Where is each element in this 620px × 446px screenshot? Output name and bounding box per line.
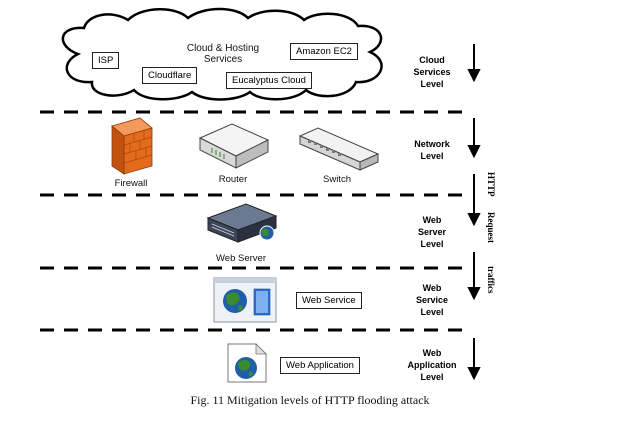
- arrow-down-icon: [467, 338, 481, 381]
- level-line: Level: [420, 372, 444, 382]
- level-line: Level: [420, 79, 444, 89]
- firewall-label: Firewall: [114, 178, 148, 189]
- level-line: Level: [420, 151, 444, 161]
- figure-caption: Fig. 11 Mitigation levels of HTTP floodi…: [190, 393, 430, 407]
- web-application-level-label: Web Application Level: [392, 347, 472, 383]
- request-side-label: Request: [486, 212, 496, 243]
- switch-label: Switch: [323, 174, 351, 185]
- switch-icon: [298, 127, 380, 171]
- web-application-icon: [227, 343, 267, 383]
- web-server-icon: [206, 203, 278, 243]
- web-service-icon: [213, 277, 277, 323]
- isp-box: ISP: [92, 52, 120, 69]
- arrow-down-icon: [467, 118, 481, 159]
- arrow-down-icon: [467, 252, 481, 301]
- arrow-down-icon: [467, 174, 481, 227]
- level-line: Cloud: [419, 55, 445, 65]
- cloud-title: Cloud & Hosting Services: [168, 43, 278, 65]
- level-line: Application: [407, 360, 457, 370]
- web-application-box: Web Application: [280, 357, 360, 374]
- router-icon: [198, 123, 270, 169]
- firewall-icon: [111, 117, 153, 175]
- level-line: Server: [417, 227, 447, 237]
- level-line: Web: [422, 348, 442, 358]
- cloud-title-line-2: Services: [203, 54, 243, 65]
- cloud-title-line-1: Cloud & Hosting: [186, 43, 260, 54]
- network-level-label: Network Level: [392, 138, 472, 162]
- web-service-box: Web Service: [296, 292, 362, 309]
- traffics-side-label: traffics: [486, 266, 496, 294]
- level-line: Service: [415, 295, 449, 305]
- arrow-down-icon: [467, 44, 481, 83]
- level-line: Web: [422, 215, 442, 225]
- cloud-level-label: Cloud Services Level: [392, 54, 472, 90]
- level-line: Network: [414, 139, 450, 149]
- eucalyptus-cloud-box: Eucalyptus Cloud: [226, 72, 312, 89]
- level-line: Level: [420, 239, 444, 249]
- level-line: Level: [420, 307, 444, 317]
- web-service-level-label: Web Service Level: [392, 282, 472, 318]
- http-side-label: HTTP: [486, 172, 496, 197]
- cloudflare-box: Cloudflare: [142, 67, 198, 84]
- web-server-level-label: Web Server Level: [392, 214, 472, 250]
- amazon-ec2-box: Amazon EC2: [290, 43, 358, 60]
- level-line: Services: [413, 67, 451, 77]
- web-server-label: Web Server: [216, 253, 266, 264]
- router-label: Router: [218, 174, 248, 185]
- level-line: Web: [422, 283, 442, 293]
